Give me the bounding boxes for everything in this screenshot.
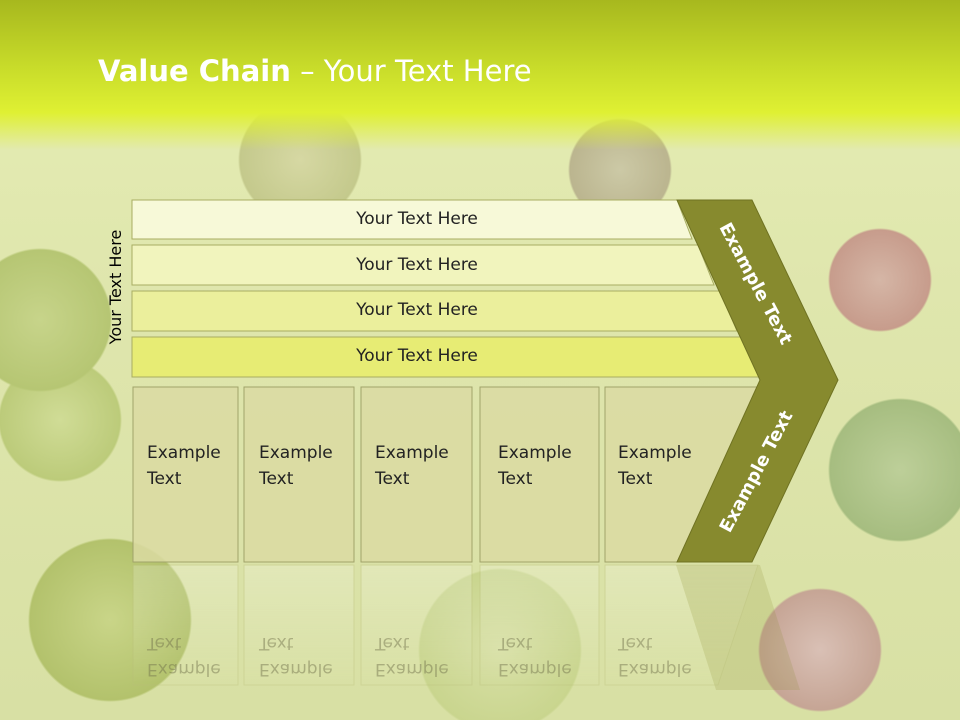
box-1 [132, 386, 239, 563]
bar-1-label: Your Text Here [356, 209, 478, 229]
bar-3-label: Your Text Here [356, 300, 478, 320]
box-2 [243, 386, 355, 563]
page-title: Value Chain – Your Text Here [98, 54, 532, 88]
title-banner [0, 0, 960, 150]
bar-2-label: Your Text Here [356, 255, 478, 275]
bar-1 [131, 199, 693, 240]
bar-4-label: Your Text Here [356, 346, 478, 366]
box-3 [360, 386, 473, 563]
chevron-arrow [676, 199, 839, 563]
title-rest: – Your Text Here [290, 54, 532, 88]
bar-2 [131, 244, 715, 286]
title-bold: Value Chain [98, 54, 291, 88]
reflection [132, 564, 800, 690]
box-4 [479, 386, 600, 563]
